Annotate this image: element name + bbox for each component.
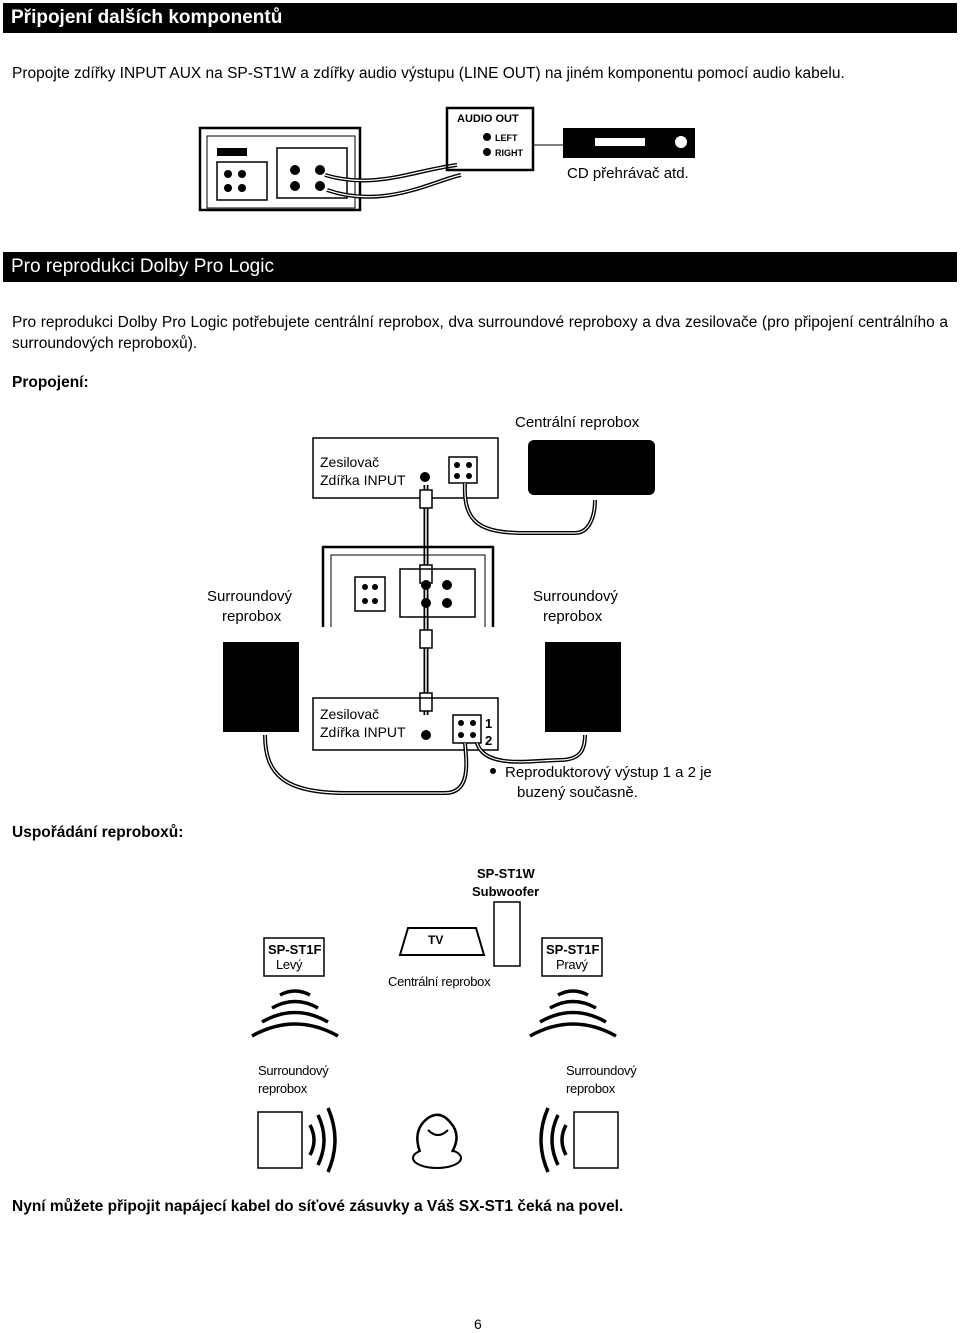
subwoofer-label: Subwoofer xyxy=(472,884,539,899)
front-left-model: SP-ST1F xyxy=(268,942,322,957)
surround-left-line1: Surroundový xyxy=(207,588,293,605)
cd-player-label: CD přehrávač atd. xyxy=(567,165,689,182)
wave-icon xyxy=(539,1107,568,1173)
tv-shape xyxy=(398,927,486,956)
wave-icon xyxy=(251,989,339,1038)
terminal-2: 2 xyxy=(485,733,492,748)
amplifier-top xyxy=(312,437,499,499)
right-jack-label: RIGHT xyxy=(495,148,524,158)
connection-heading: Propojení: xyxy=(12,374,89,391)
terminal-1: 1 xyxy=(485,716,492,731)
surround-speaker-left xyxy=(223,642,299,732)
left-jack-label: LEFT xyxy=(495,133,518,143)
amplifier-bottom xyxy=(312,697,499,751)
wave-icon xyxy=(308,1107,337,1173)
subwoofer-model: SP-ST1W xyxy=(477,866,536,881)
surround-left-line1: Surroundový xyxy=(258,1063,329,1078)
surround-right-speaker xyxy=(573,1111,619,1169)
surround-left-line2: reprobox xyxy=(222,608,282,625)
arrangement-heading: Uspořádání reproboxů: xyxy=(12,824,184,841)
amp-bottom-line1: Zesilovač xyxy=(320,706,379,722)
figure-pro-logic-wiring: Centrální reprobox Zesilovač Zdířka INPU… xyxy=(207,414,712,801)
section2-intro: Pro reprodukci Dolby Pro Logic potřebuje… xyxy=(12,314,948,352)
center-speaker xyxy=(528,440,655,495)
amp-bottom-line2: Zdířka INPUT xyxy=(320,724,406,740)
figure-speaker-arrangement: SP-ST1W Subwoofer TV SP-ST1F Levý SP-ST1… xyxy=(251,866,638,1173)
front-left-label: Levý xyxy=(276,957,303,972)
surround-left-line2: reprobox xyxy=(258,1081,308,1096)
wave-icon xyxy=(529,989,617,1038)
subwoofer-box xyxy=(493,901,521,967)
page-number: 6 xyxy=(474,1316,482,1332)
front-left-speaker xyxy=(263,937,325,977)
front-right-model: SP-ST1F xyxy=(546,942,600,957)
surround-right-line1: Surroundový xyxy=(566,1063,637,1078)
note-line1: Reproduktorový výstup 1 a 2 je xyxy=(505,764,712,781)
surround-left-speaker xyxy=(257,1111,303,1169)
surround-right-line1: Surroundový xyxy=(533,588,619,605)
surround-right-line2: reprobox xyxy=(543,608,603,625)
section-title-other-components: Připojení dalších komponentů xyxy=(3,3,957,33)
note-line2: buzený současně. xyxy=(517,784,638,801)
center-speaker-label: Centrální reprobox xyxy=(388,974,491,989)
closing-text: Nyní můžete připojit napájecí kabel do s… xyxy=(12,1198,624,1215)
front-right-label: Pravý xyxy=(556,957,589,972)
section-title-dolby-pro-logic: Pro reprodukci Dolby Pro Logic xyxy=(3,252,957,282)
front-right-speaker xyxy=(541,937,603,977)
audio-out-label: AUDIO OUT xyxy=(457,113,519,125)
amp-top-line1: Zesilovač xyxy=(320,454,379,470)
section1-intro: Propojte zdířky INPUT AUX na SP-ST1W a z… xyxy=(12,65,845,82)
tv-label: TV xyxy=(428,933,443,947)
surround-speaker-right xyxy=(545,642,621,732)
center-speaker-label: Centrální reprobox xyxy=(515,414,640,431)
figure-aux-connection: AUDIO OUT LEFT RIGHT CD přehrávač atd. xyxy=(198,106,695,212)
surround-right-line2: reprobox xyxy=(566,1081,616,1096)
amp-top-line2: Zdířka INPUT xyxy=(320,472,406,488)
listener-icon xyxy=(412,1113,462,1169)
